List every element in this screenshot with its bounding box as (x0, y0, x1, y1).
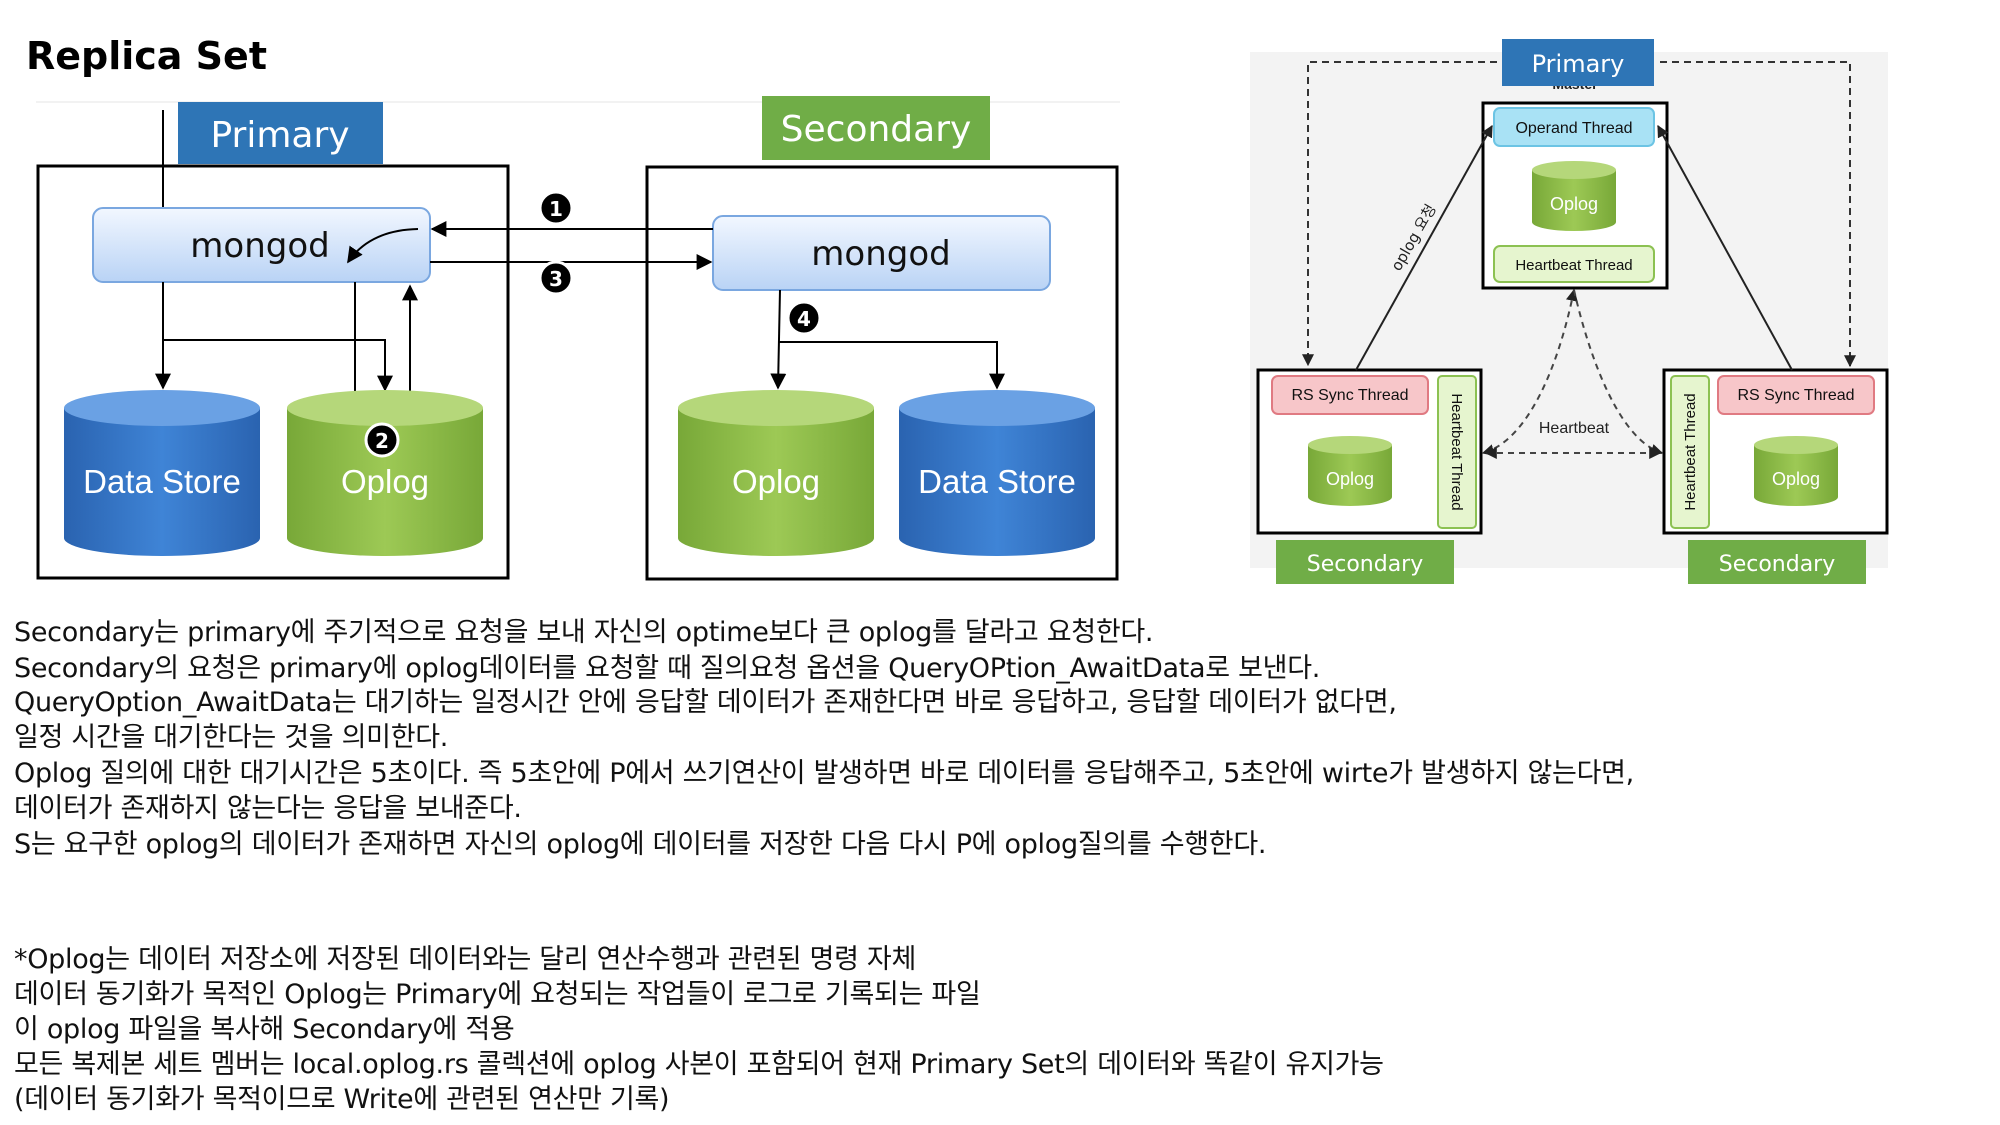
master-oplog-label: Oplog (1550, 194, 1598, 214)
secondary-oplog-cylinder (678, 390, 874, 556)
right-oplog-cylinder (1754, 436, 1838, 506)
step-badge-2: 2 (364, 422, 400, 458)
step-badge-3: 3 (538, 260, 574, 296)
paragraph1-line: S는 요구한 oplog의 데이터가 존재하면 자신의 oplog에 데이터를 … (14, 829, 1267, 860)
right-primary-tag-label: Primary (1532, 50, 1625, 78)
right-rs-sync-thread-label: RS Sync Thread (1737, 387, 1854, 404)
secondary-data-store-label: Data Store (918, 463, 1076, 500)
paragraph2-line: (데이터 동기화가 목적이므로 Write에 관련된 연산만 기록) (14, 1084, 670, 1115)
primary-tag-label: Primary (210, 115, 349, 156)
left-oplog-label: Oplog (1326, 469, 1374, 489)
paragraph2-line: 데이터 동기화가 목적인 Oplog는 Primary에 요청되는 작업들이 로… (14, 979, 981, 1010)
right-rs-sync-thread (1717, 375, 1875, 415)
left-rs-sync-thread-label: RS Sync Thread (1291, 387, 1408, 404)
secondary-box (645, 165, 1119, 581)
paragraph1-line: Oplog 질의에 대한 대기시간은 5초이다. 즉 5초안에 P에서 쓰기연산… (14, 758, 1634, 789)
right-heartbeat-thread-label: Heartbeat Thread (1682, 393, 1699, 510)
operand-thread (1493, 107, 1655, 147)
paragraph2-line: *Oplog는 데이터 저장소에 저장된 데이터와는 달리 연산수행과 관련된 … (14, 944, 916, 975)
right-heartbeat-thread (1670, 375, 1710, 529)
primary-oplog-cylinder (287, 390, 483, 556)
right-secondary-tag-left-label: Secondary (1307, 552, 1424, 577)
left-heartbeat-thread-label: Heartbeat Thread (1448, 393, 1465, 510)
secondary-tag (762, 96, 990, 160)
paragraph1-line: Secondary의 요청은 primary에 oplog데이터를 요청할 때 … (14, 653, 1321, 684)
step-badge-4: 4 (786, 300, 822, 336)
left-oplog-cylinder (1308, 436, 1392, 506)
svg-text:2: 2 (375, 429, 389, 453)
primary-tag (178, 102, 383, 164)
primary-oplog-label: Oplog (341, 463, 429, 500)
operand-thread-label: Operand Thread (1515, 120, 1632, 137)
heartbeat-label: Heartbeat (1539, 420, 1610, 437)
step-badge-1: 1 (538, 190, 574, 226)
right-secondary-tag-right-label: Secondary (1719, 552, 1836, 577)
paragraph1-line: 일정 시간을 대기한다는 것을 의미한다. (14, 722, 449, 753)
primary-data-store-cylinder (64, 390, 260, 556)
primary-box (36, 164, 510, 580)
master-heartbeat-thread-label: Heartbeat Thread (1515, 257, 1632, 274)
svg-text:3: 3 (549, 267, 563, 291)
paragraph1-line: 데이터가 존재하지 않는다는 응답을 보내준다. (14, 793, 522, 824)
master-heartbeat-thread (1493, 245, 1655, 283)
left-heartbeat-thread (1437, 375, 1477, 529)
mongod-secondary (712, 215, 1051, 291)
mongod-primary (92, 207, 431, 283)
right-oplog-label: Oplog (1772, 469, 1820, 489)
right-secondary-tag-right (1688, 540, 1866, 584)
paragraph2-line: 이 oplog 파일을 복사해 Secondary에 적용 (14, 1014, 515, 1045)
mongod-secondary-label: mongod (811, 234, 950, 274)
right-primary-tag (1502, 39, 1654, 86)
secondary-data-store-cylinder (899, 390, 1095, 556)
secondary-tag-label: Secondary (781, 109, 972, 150)
svg-text:4: 4 (797, 307, 811, 331)
left-rs-sync-thread (1271, 375, 1429, 415)
page-title: Replica Set (26, 34, 267, 78)
right-secondary-tag-left (1276, 540, 1454, 584)
paragraph1-line: Secondary는 primary에 주기적으로 요청을 보내 자신의 opt… (14, 617, 1154, 648)
svg-text:1: 1 (549, 197, 563, 221)
paragraph1-line: QueryOption_AwaitData는 대기하는 일정시간 안에 응답할 … (14, 687, 1397, 718)
paragraph2-line: 모든 복제본 세트 멤버는 local.oplog.rs 콜렉션에 oplog … (14, 1049, 1384, 1080)
master-oplog-cylinder (1532, 161, 1616, 231)
primary-data-store-label: Data Store (83, 463, 241, 500)
secondary-oplog-label: Oplog (732, 463, 820, 500)
mongod-primary-label: mongod (190, 226, 329, 266)
